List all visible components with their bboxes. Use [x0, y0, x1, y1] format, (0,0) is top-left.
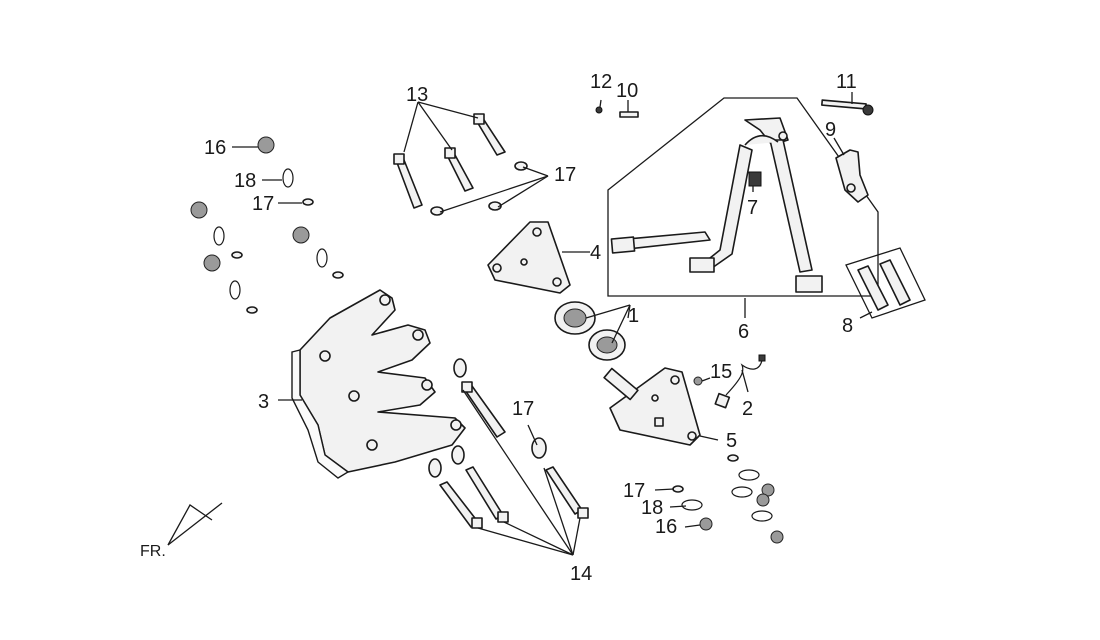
callout-11: 11 [836, 71, 857, 93]
center-stand-group [607, 97, 879, 297]
callout-3: 3 [258, 391, 269, 413]
callout-14: 14 [570, 563, 592, 585]
callout-5: 5 [726, 430, 737, 452]
left-fastener-cluster [190, 136, 344, 314]
triangular-plate-lower [603, 367, 701, 446]
rubber-bushing-pair [554, 301, 626, 361]
callout-17-middle: 17 [512, 398, 534, 420]
small-screw [693, 376, 703, 386]
callout-17-left: 17 [252, 193, 274, 215]
lower-bolt-set [428, 358, 589, 529]
callout-10: 10 [616, 80, 638, 102]
callout-18-lower: 18 [641, 497, 663, 519]
stand-switch [714, 354, 766, 409]
main-bracket-plate [291, 289, 466, 479]
return-spring-set [845, 247, 926, 319]
front-direction-label: FR. [140, 543, 166, 560]
callout-16-left: 16 [204, 137, 226, 159]
callout-labels: 13 17 16 18 17 12 10 11 9 7 4 1 6 8 3 15… [204, 71, 857, 585]
stand-stopper [835, 149, 869, 203]
callout-7: 7 [747, 197, 758, 219]
callout-17-upper: 17 [554, 164, 576, 186]
callout-1: 1 [628, 305, 639, 327]
callout-8: 8 [842, 315, 853, 337]
triangular-plate-upper [487, 221, 571, 294]
callout-2: 2 [742, 398, 753, 420]
callout-16-lower: 16 [655, 516, 677, 538]
front-direction-indicator: FR. [140, 502, 223, 560]
upper-bolt-set [393, 113, 506, 209]
pivot-pin [821, 99, 874, 116]
callout-9: 9 [825, 119, 836, 141]
small-clip [595, 106, 603, 114]
callout-4: 4 [590, 242, 601, 264]
callout-18-left: 18 [234, 170, 256, 192]
callout-6: 6 [738, 321, 749, 343]
small-pin [619, 111, 639, 118]
right-fastener-cluster [672, 454, 784, 544]
washer-set-upper [430, 161, 528, 216]
callout-17-lower: 17 [623, 480, 645, 502]
callout-13: 13 [406, 84, 428, 106]
leader-lines [232, 92, 873, 556]
callout-15: 15 [710, 361, 732, 383]
callout-12: 12 [590, 71, 612, 93]
